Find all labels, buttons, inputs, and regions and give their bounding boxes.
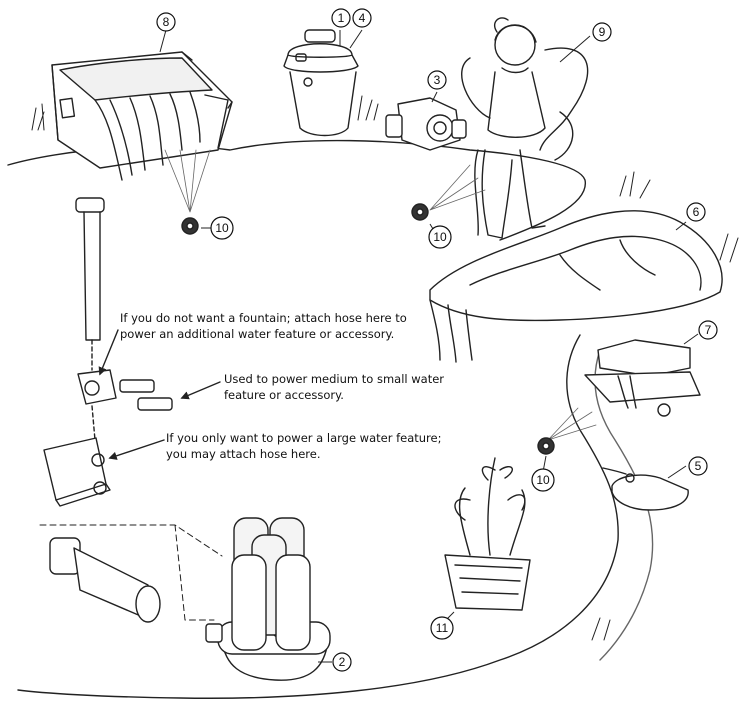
callout-label-8: 8 <box>163 15 170 29</box>
callout-4 <box>352 8 372 28</box>
pond-light-2 <box>411 203 429 221</box>
callout-5 <box>688 456 708 476</box>
callout-11 <box>430 616 454 640</box>
callout-label-5: 5 <box>695 459 702 473</box>
callout-label-2: 2 <box>339 655 346 669</box>
diverter-valve <box>77 369 173 411</box>
callout-label-7: 7 <box>705 323 712 337</box>
submersible-pump <box>43 437 111 507</box>
callout-10-b <box>428 225 452 249</box>
callout-label-10-c: 10 <box>536 473 550 487</box>
callout-label-10-a: 10 <box>215 221 229 235</box>
callout-8 <box>156 12 176 32</box>
pond-light-1 <box>181 217 199 235</box>
pressure-filter <box>283 29 359 137</box>
biological-filter-media <box>205 517 331 681</box>
pre-filter-sponge <box>49 537 161 623</box>
pond-light-3 <box>537 437 555 455</box>
small-spitter-box <box>584 339 701 417</box>
frog-spitter <box>602 467 689 511</box>
callout-label-1: 1 <box>338 11 345 25</box>
callout-label-9: 9 <box>599 25 606 39</box>
note-medium-small-feature: Used to power medium to small water feat… <box>224 372 445 402</box>
callout-7 <box>698 320 718 340</box>
callout-10-a <box>210 216 234 240</box>
uv-clarifier-pump <box>385 97 467 151</box>
fairy-statue <box>461 17 589 239</box>
callout-label-3: 3 <box>434 73 441 87</box>
callout-label-10-b: 10 <box>433 230 447 244</box>
spillway-waterfall-box <box>51 51 233 181</box>
callout-1 <box>331 8 351 28</box>
note-large-feature: If you only want to power a large water … <box>166 431 442 461</box>
callout-label-6: 6 <box>693 205 700 219</box>
callout-6 <box>686 202 706 222</box>
callout-label-11: 11 <box>436 621 449 635</box>
callout-10-c <box>531 468 555 492</box>
callout-3 <box>427 70 447 90</box>
callout-label-4: 4 <box>359 11 366 25</box>
callout-9 <box>592 22 612 42</box>
note-fountain-alternative: If you do not want a fountain; attach ho… <box>120 311 407 341</box>
callout-2 <box>332 652 352 672</box>
potted-plant-filter <box>444 457 531 611</box>
rock-waterfall <box>429 210 723 363</box>
fountain-nozzle-assembly <box>75 197 105 341</box>
